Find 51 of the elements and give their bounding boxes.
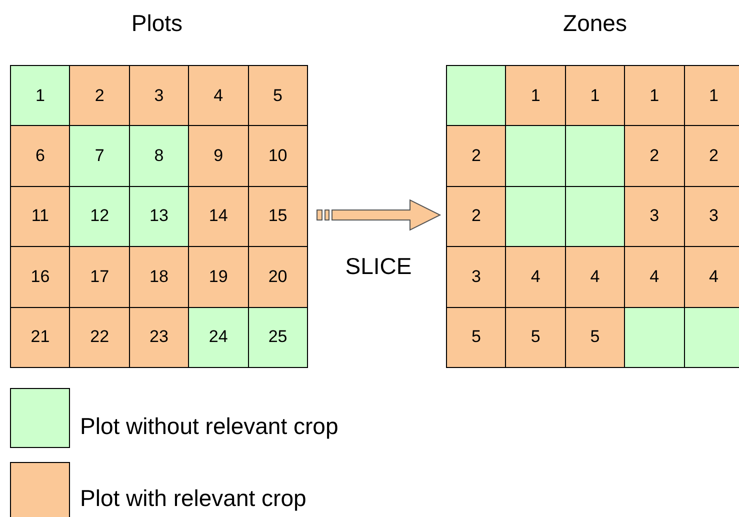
numbered-cell: 5: [564, 306, 626, 368]
numbered-cell: 9: [188, 125, 249, 187]
numbered-cell: 4: [564, 246, 626, 308]
numbered-cell: 3: [684, 186, 739, 248]
numbered-cell: 17: [69, 246, 130, 308]
numbered-cell: 25: [248, 306, 308, 368]
numbered-cell: 1: [564, 65, 626, 126]
grid-title: Zones: [563, 10, 627, 37]
numbered-cell: 5: [446, 306, 506, 368]
grid: [446, 65, 739, 367]
numbered-cell: 5: [248, 65, 308, 126]
numbered-cell: 12: [69, 186, 130, 248]
legend-label: Plot with relevant crop: [80, 485, 306, 512]
numbered-cell: 2: [624, 125, 685, 187]
numbered-cell: 3: [128, 65, 190, 126]
numbered-cell: 1: [505, 65, 566, 126]
numbered-cell: 4: [684, 246, 739, 308]
numbered-cell: 1: [624, 65, 685, 126]
numbered-cell: 16: [10, 246, 70, 308]
numbered-cell: 8: [128, 125, 190, 187]
grid: [10, 65, 307, 367]
numbered-cell: 19: [188, 246, 249, 308]
numbered-cell: 3: [446, 246, 506, 308]
numbered-cell: 15: [248, 186, 308, 248]
numbered-cell: 4: [188, 65, 249, 126]
numbered-cell: 4: [624, 246, 685, 308]
numbered-cell: 2: [446, 125, 506, 187]
numbered-cell: 1: [684, 65, 739, 126]
numbered-cell: 11: [10, 186, 70, 248]
numbered-cell: 24: [188, 306, 249, 368]
numbered-cell: 7: [69, 125, 130, 187]
edge-label: SLICE: [345, 253, 412, 280]
numbered-cell: 21: [10, 306, 70, 368]
numbered-cell: 14: [188, 186, 249, 248]
numbered-cell: 2: [446, 186, 506, 248]
numbered-cell: 5: [505, 306, 566, 368]
numbered-cell: 4: [505, 246, 566, 308]
numbered-cell: 2: [69, 65, 130, 126]
block-arrow: [316, 199, 442, 231]
numbered-cell: 18: [128, 246, 190, 308]
numbered-cell: 13: [128, 186, 190, 248]
numbered-cell: 2: [684, 125, 739, 187]
numbered-cell: 20: [248, 246, 308, 308]
numbered-cell: 6: [10, 125, 70, 187]
numbered-cell: 10: [248, 125, 308, 187]
numbered-cell: 22: [69, 306, 130, 368]
numbered-cell: 1: [10, 65, 70, 126]
numbered-cell: 3: [624, 186, 685, 248]
numbered-cell: 23: [128, 306, 190, 368]
legend-label: Plot without relevant crop: [80, 413, 338, 440]
grid-title: Plots: [131, 10, 183, 37]
